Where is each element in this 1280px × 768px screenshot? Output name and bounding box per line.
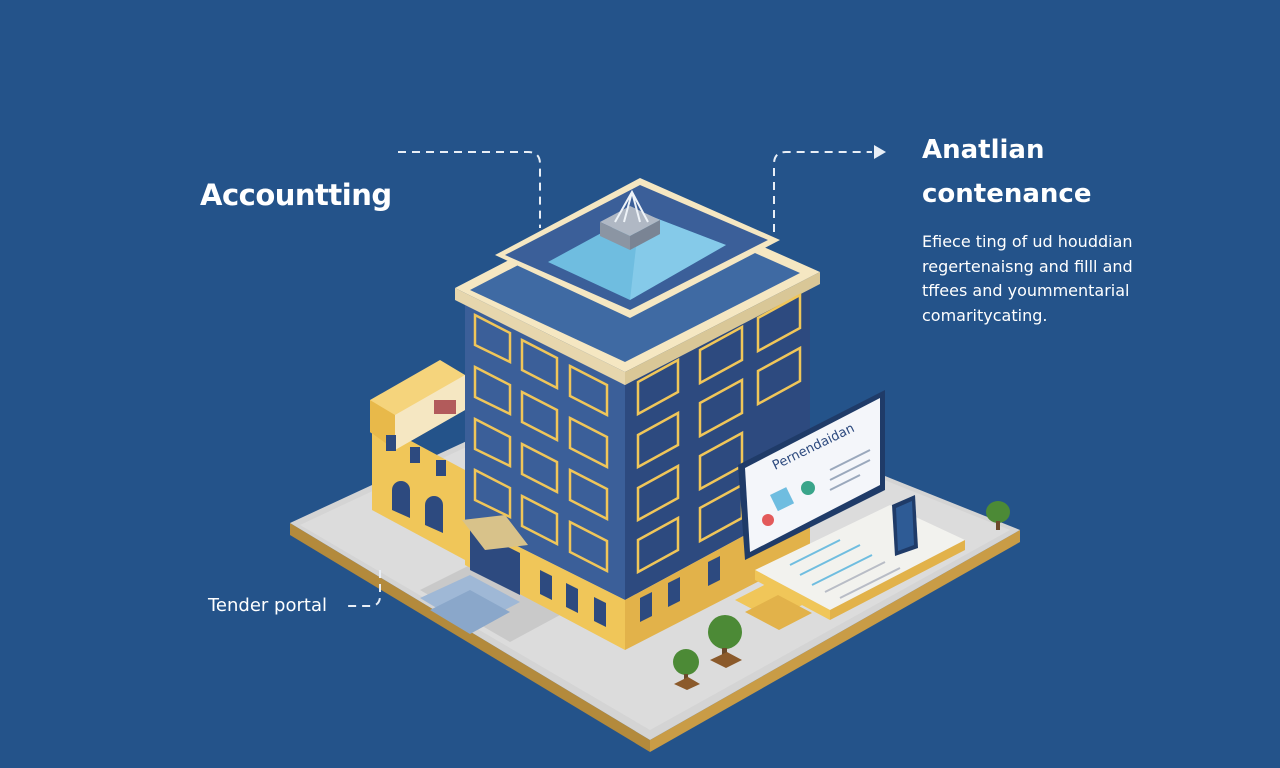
info-description-line: tffees and yoummentarial <box>922 281 1130 300</box>
side-building <box>370 360 465 560</box>
document-panel <box>755 495 965 620</box>
info-description-line: regertenaisng and filll and <box>922 256 1133 276</box>
arrow-head-icon <box>874 145 886 159</box>
label-tender-portal: Tender portal <box>208 595 327 616</box>
base-windows <box>540 556 720 627</box>
side-stairs <box>735 582 812 630</box>
tower-windows-left <box>473 312 609 574</box>
main-tower <box>420 178 820 650</box>
info-leader-line <box>773 151 872 232</box>
presentation-screen: Pernendaidan <box>738 390 885 560</box>
trees <box>673 501 1010 690</box>
tender-leader-line <box>346 570 381 607</box>
info-title-line: contenance <box>922 179 1092 209</box>
info-description-line: Efiece ting of ud houddian <box>922 232 1133 251</box>
leader-lines <box>346 151 872 607</box>
roof-unit <box>434 400 456 414</box>
info-title-line: Anatlian <box>922 135 1045 165</box>
info-title: Anatlian contenance <box>922 128 1242 216</box>
label-accounting: Accountting <box>200 178 392 212</box>
info-description: Efiece ting of ud houddian regertenaisng… <box>922 230 1252 328</box>
info-description-line: comaritycating. <box>922 305 1048 325</box>
accounting-leader-line <box>398 151 541 228</box>
